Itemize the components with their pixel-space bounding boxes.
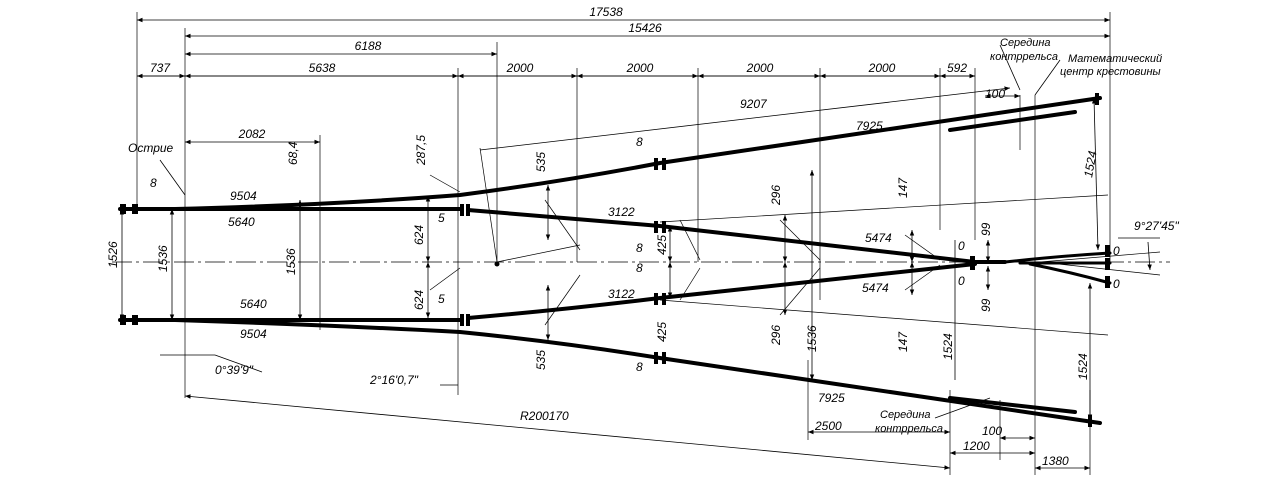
dim-7925-bot: 7925 bbox=[818, 391, 845, 405]
dim-624-top: 624 bbox=[412, 225, 426, 245]
overall-dimensions bbox=[137, 17, 1110, 145]
dim-1524-lower: 1524 bbox=[1076, 353, 1090, 380]
rail-closure-bottom bbox=[466, 262, 977, 320]
dim-147-top: 147 bbox=[896, 177, 910, 198]
dim-8-mid2: 8 bbox=[636, 261, 643, 275]
dim-425-top: 425 bbox=[655, 235, 669, 255]
dim-3122-top: 3122 bbox=[608, 205, 635, 219]
dim-1524-mid: 1524 bbox=[941, 333, 955, 360]
dim-point-to-joint: 5638 bbox=[309, 61, 336, 75]
dim-147-bot: 147 bbox=[896, 331, 910, 352]
dim-9207: 9207 bbox=[740, 97, 768, 111]
dim-0-b: 0 bbox=[1113, 244, 1120, 258]
dim-seg4: 2000 bbox=[868, 61, 896, 75]
dim-1524-upper: 1524 bbox=[1081, 149, 1099, 178]
dim-seg2: 2000 bbox=[626, 61, 654, 75]
gauge-dimensions bbox=[119, 97, 1101, 420]
lower-dimensions bbox=[159, 44, 1160, 471]
dim-0-c: 0 bbox=[958, 274, 965, 288]
dim-100-top: 100 bbox=[985, 87, 1005, 101]
guard-rail-top bbox=[948, 110, 1077, 132]
label-point-tip: Острие bbox=[128, 141, 174, 155]
dim-5474-top: 5474 bbox=[865, 231, 892, 245]
dim-5640-bot: 5640 bbox=[240, 297, 267, 311]
dim-front-overhang: 737 bbox=[150, 61, 171, 75]
dim-425-bot: 425 bbox=[655, 322, 669, 342]
dim-535-bot: 535 bbox=[534, 350, 548, 370]
label-guard-rail-mid-bottom-1: Середина bbox=[880, 409, 931, 421]
dim-3122-bot: 3122 bbox=[608, 287, 635, 301]
dim-100-bot: 100 bbox=[982, 424, 1002, 438]
rail-outer-top bbox=[173, 96, 1102, 211]
dim-5-bot: 5 bbox=[438, 292, 445, 306]
dim-9504-bot: 9504 bbox=[240, 327, 267, 341]
dim-287-5: 287,5 bbox=[414, 135, 428, 166]
frog-top bbox=[1003, 251, 1112, 264]
dim-0-d: 0 bbox=[1113, 277, 1120, 291]
dim-1526: 1526 bbox=[106, 241, 120, 268]
dim-535-top: 535 bbox=[534, 152, 548, 172]
dimension-labels: 17538 15426 6188 737 5638 2000 2000 2000… bbox=[106, 5, 1179, 468]
dim-2082: 2082 bbox=[238, 127, 266, 141]
rail-closure-top bbox=[466, 208, 1007, 264]
dim-second-length: 15426 bbox=[628, 21, 662, 35]
dim-1536-left: 1536 bbox=[156, 245, 170, 272]
dim-68-4: 68,4 bbox=[286, 141, 300, 165]
dim-7925-top: 7925 bbox=[856, 119, 883, 133]
dim-8-mid1: 8 bbox=[636, 241, 643, 255]
angle-crossing: 9°27'45" bbox=[1134, 219, 1179, 233]
dim-99-top: 99 bbox=[979, 222, 993, 236]
dim-1536-right: 1536 bbox=[805, 325, 819, 352]
rails bbox=[118, 96, 1112, 425]
dim-seg3: 2000 bbox=[746, 61, 774, 75]
dim-5640-top: 5640 bbox=[228, 215, 255, 229]
dim-seg1: 2000 bbox=[506, 61, 534, 75]
guard-rail-bottom bbox=[948, 396, 1077, 414]
dim-5474-bot: 5474 bbox=[862, 281, 889, 295]
dim-tail: 592 bbox=[947, 61, 967, 75]
angle-switch: 2°16'0,7" bbox=[369, 373, 419, 387]
angle-point: 0°39'9" bbox=[215, 363, 254, 377]
label-crossing-center-2: центр крестовины bbox=[1060, 66, 1161, 78]
dim-0-a: 0 bbox=[958, 239, 965, 253]
dim-8-bot: 8 bbox=[636, 360, 643, 374]
dim-1200: 1200 bbox=[963, 439, 990, 453]
dim-total-length: 17538 bbox=[589, 5, 623, 19]
dim-624-bot: 624 bbox=[412, 290, 426, 310]
dim-99-bot: 99 bbox=[979, 298, 993, 312]
dim-8-left: 8 bbox=[150, 176, 157, 190]
dim-296-bot: 296 bbox=[769, 325, 783, 346]
label-guard-rail-mid-bottom-2: контррельса bbox=[875, 423, 943, 435]
dim-1536-mid: 1536 bbox=[284, 248, 298, 275]
label-guard-rail-mid-top-2: контррельса bbox=[990, 51, 1058, 63]
dim-radius: R200170 bbox=[520, 409, 569, 423]
dim-2500: 2500 bbox=[814, 419, 842, 433]
frog-bottom bbox=[1028, 262, 1112, 285]
dim-9504-top: 9504 bbox=[230, 189, 257, 203]
rail-outer-bottom bbox=[173, 318, 1102, 425]
dim-8-top: 8 bbox=[636, 135, 643, 149]
label-crossing-center-1: Математический bbox=[1068, 53, 1162, 65]
dim-5-top: 5 bbox=[438, 211, 445, 225]
dim-1380: 1380 bbox=[1042, 454, 1069, 468]
label-guard-rail-mid-top-1: Середина bbox=[1000, 37, 1051, 49]
dim-third-length: 6188 bbox=[355, 39, 382, 53]
dim-296-top: 296 bbox=[769, 185, 783, 206]
